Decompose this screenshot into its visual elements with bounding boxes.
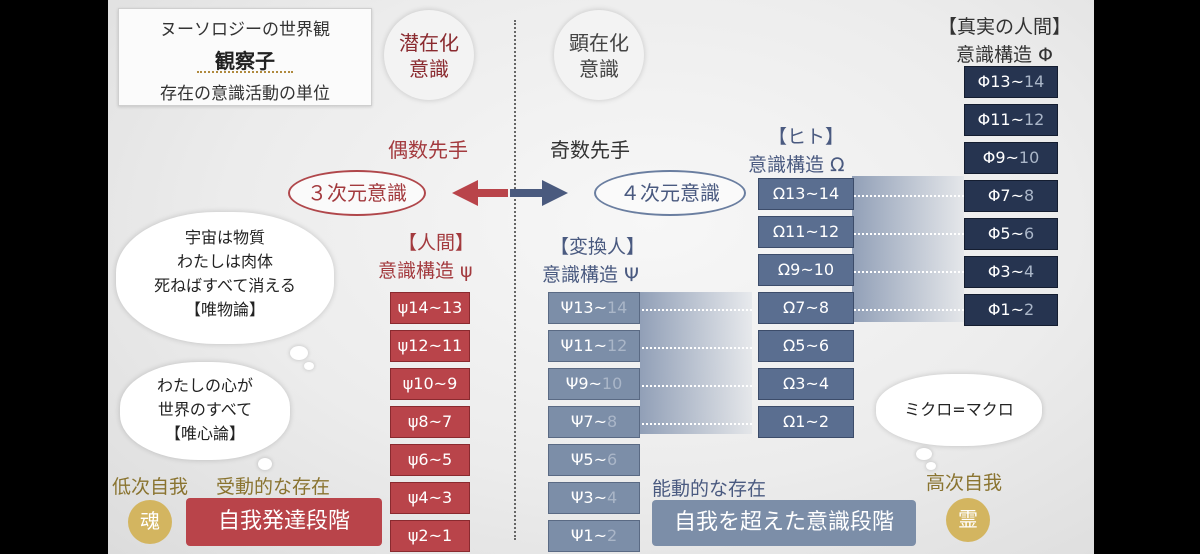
Phi-box: Φ13~14 xyxy=(964,66,1058,98)
psi-box: ψ12~11 xyxy=(390,330,470,362)
cloud-text: わたしは肉体 xyxy=(176,252,273,271)
idealism-cloud: わたしの心が 世界のすべて 【唯心論】 xyxy=(120,362,290,460)
spirit-badge: 霊 xyxy=(946,498,990,542)
even-first-label: 偶数先手 xyxy=(388,138,468,162)
cloud-puff xyxy=(304,362,314,370)
dim4-ellipse: ４次元意識 xyxy=(594,170,746,216)
Omega-box: Ω3~4 xyxy=(758,368,854,400)
transformer-structure: 意識構造 Ψ xyxy=(542,264,639,286)
cloud-text: 宇宙は物質 xyxy=(184,228,265,247)
true-human-bracket: 【真実の人間】 xyxy=(938,16,1072,38)
psi-box: ψ10~9 xyxy=(390,368,470,400)
cloud-puff xyxy=(258,458,272,470)
Phi-box: Φ1~2 xyxy=(964,294,1058,326)
materialism-cloud: 宇宙は物質 わたしは肉体 死ねばすべて消える 【唯物論】 xyxy=(116,212,334,344)
Omega-box: Ω13~14 xyxy=(758,178,854,210)
latent-line2: 意識 xyxy=(409,57,449,81)
Psi-box: Ψ13~14 xyxy=(548,292,640,324)
Phi-box: Φ9~10 xyxy=(964,142,1058,174)
link-dots xyxy=(854,233,964,235)
transformer-bracket: 【変換人】 xyxy=(550,236,646,258)
bidirectional-arrow-icon xyxy=(452,180,568,206)
Omega-box: Ω7~8 xyxy=(758,292,854,324)
psi-box: ψ4~3 xyxy=(390,482,470,514)
transformer-column: Ψ13~14 Ψ11~12 Ψ9~10 Ψ7~8 Ψ5~6 Ψ3~4 Ψ1~2 xyxy=(548,292,640,552)
Psi-box: Ψ5~6 xyxy=(548,444,640,476)
cloud-text: 世界のすべて xyxy=(157,400,253,419)
link-dots xyxy=(854,195,964,197)
lower-self-label: 低次自我 xyxy=(112,476,189,498)
cloud-text: 【唯心論】 xyxy=(164,424,245,443)
dim3-ellipse: ３次元意識 xyxy=(288,170,426,216)
cloud-text: わたしの心が xyxy=(156,376,253,395)
psi-box: ψ14~13 xyxy=(390,292,470,324)
true-human-column: Φ13~14 Φ11~12 Φ9~10 Φ7~8 Φ5~6 Φ3~4 Φ1~2 xyxy=(964,66,1058,326)
odd-first-label: 奇数先手 xyxy=(550,138,630,162)
Phi-box: Φ3~4 xyxy=(964,256,1058,288)
hito-bracket: 【ヒト】 xyxy=(768,126,845,148)
cloud-puff xyxy=(916,448,932,460)
active-label: 能動的な存在 xyxy=(652,478,767,500)
Psi-box: Ψ9~10 xyxy=(548,368,640,400)
title-box: ヌーソロジーの世界観 観察子 存在の意識活動の単位 xyxy=(118,8,372,106)
Omega-box: Ω9~10 xyxy=(758,254,854,286)
psi-box: ψ8~7 xyxy=(390,406,470,438)
human-bracket: 【人間】 xyxy=(398,232,475,254)
link-dots xyxy=(642,347,752,349)
manifest-line1: 顕在化 xyxy=(569,31,629,55)
true-human-structure: 意識構造 Φ xyxy=(956,44,1053,66)
manifest-circle: 顕在化 意識 xyxy=(554,10,644,100)
human-column: ψ14~13 ψ12~11 ψ10~9 ψ8~7 ψ6~5 ψ4~3 ψ2~1 xyxy=(390,292,470,552)
higher-self-label: 高次自我 xyxy=(926,472,1003,494)
transformer-link-band xyxy=(640,292,752,434)
cloud-text: 死ねばすべて消える xyxy=(154,276,296,295)
manifest-line2: 意識 xyxy=(579,57,619,81)
Omega-box: Ω1~2 xyxy=(758,406,854,438)
Psi-box: Ψ7~8 xyxy=(548,406,640,438)
title-line3: 存在の意識活動の単位 xyxy=(160,84,330,104)
center-divider xyxy=(514,20,516,540)
Phi-box: Φ5~6 xyxy=(964,218,1058,250)
hito-column: Ω13~14 Ω11~12 Ω9~10 Ω7~8 Ω5~6 Ω3~4 Ω1~2 xyxy=(758,178,854,438)
title-line1: ヌーソロジーの世界観 xyxy=(160,20,330,40)
link-dots xyxy=(642,309,752,311)
link-dots xyxy=(854,271,964,273)
link-dots xyxy=(642,385,752,387)
Psi-box: Ψ1~2 xyxy=(548,520,640,552)
hito-link-band xyxy=(852,176,964,322)
latent-circle: 潜在化 意識 xyxy=(384,10,474,100)
beyond-ego-banner: 自我を超えた意識段階 xyxy=(652,500,916,546)
link-dots xyxy=(854,309,964,311)
latent-line1: 潜在化 xyxy=(399,31,459,55)
Phi-box: Φ11~12 xyxy=(964,104,1058,136)
ego-stage-banner: 自我発達段階 xyxy=(186,498,382,546)
Psi-box: Ψ11~12 xyxy=(548,330,640,362)
title-dotted-underline xyxy=(197,71,293,73)
Omega-box: Ω5~6 xyxy=(758,330,854,362)
hito-structure: 意識構造 Ω xyxy=(748,154,845,176)
link-dots xyxy=(642,423,752,425)
psi-box: ψ2~1 xyxy=(390,520,470,552)
cloud-text: 【唯物論】 xyxy=(184,300,265,319)
Omega-box: Ω11~12 xyxy=(758,216,854,248)
cloud-puff xyxy=(926,462,936,470)
Psi-box: Ψ3~4 xyxy=(548,482,640,514)
cloud-puff xyxy=(290,346,308,360)
psi-box: ψ6~5 xyxy=(390,444,470,476)
passive-label: 受動的な存在 xyxy=(216,476,331,498)
title-line2: 観察子 xyxy=(215,49,275,73)
soul-badge: 魂 xyxy=(128,500,172,544)
Phi-box: Φ7~8 xyxy=(964,180,1058,212)
human-structure: 意識構造 ψ xyxy=(378,260,473,282)
micro-macro-cloud: ミクロ=マクロ xyxy=(876,374,1042,446)
diagram-canvas: ヌーソロジーの世界観 観察子 存在の意識活動の単位 潜在化 意識 顕在化 意識 … xyxy=(108,0,1094,554)
